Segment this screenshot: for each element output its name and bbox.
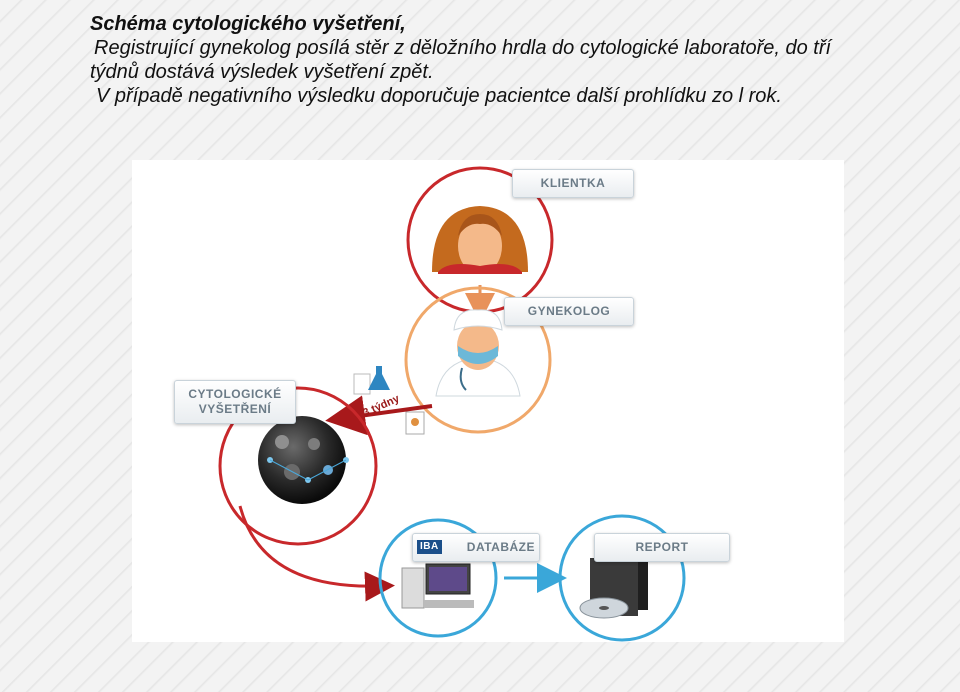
woman-icon (432, 206, 528, 274)
klientka-text: KLIENTKA (540, 176, 606, 190)
document-icon (405, 411, 425, 435)
cytologicke-text-2: VYŠETŘENÍ (198, 402, 272, 416)
klientka-label: KLIENTKA (512, 169, 634, 198)
gynekolog-text: GYNEKOLOG (527, 304, 611, 318)
cytology-diagram: KLIENTKA GYNEKOLOG CYTOLOGICKÉ VYŠETŘENÍ… (132, 160, 844, 642)
databaze-text: DATABÁZE (466, 540, 535, 554)
cytologicke-text-1: CYTOLOGICKÉ (188, 387, 282, 401)
cytologicke-label: CYTOLOGICKÉ VYŠETŘENÍ (174, 380, 296, 424)
text-line-2: týdnů dostává výsledek vyšetření zpět. (90, 61, 434, 83)
arrow-cytologie-databaze (238, 505, 395, 602)
gynekolog-label: GYNEKOLOG (504, 297, 634, 326)
databaze-ring (378, 518, 498, 638)
slide-title: Schéma cytologického vyšetření, (90, 13, 406, 35)
databaze-label: IBA DATABÁZE (412, 533, 540, 562)
slide-text: Schéma cytologického vyšetření, Registru… (90, 12, 950, 108)
report-ring (558, 514, 686, 642)
doctor-icon (435, 309, 521, 397)
text-line-3: V případě negativního výsledku doporučuj… (96, 85, 782, 107)
computer-icon (401, 563, 474, 609)
flask-icon (353, 366, 390, 395)
cytologie-ring (218, 386, 378, 546)
report-label: REPORT (594, 533, 730, 562)
gynekolog-ring (404, 286, 552, 434)
report-text: REPORT (635, 540, 689, 554)
cell-sphere-icon (258, 416, 349, 504)
iba-logo: IBA (417, 540, 442, 554)
text-line-1: Registrující gynekolog posílá stěr z děl… (94, 37, 832, 59)
